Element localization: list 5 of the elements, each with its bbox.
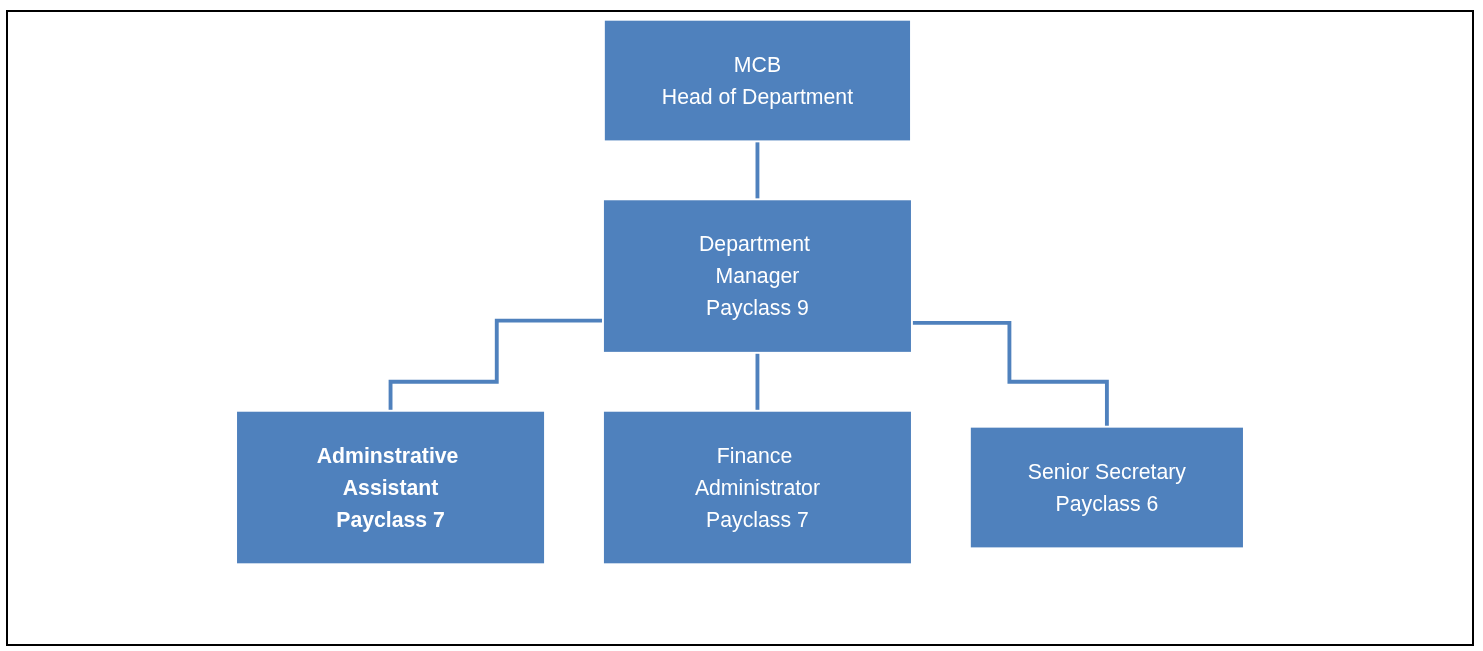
node-box: MCB Head of Department — [602, 18, 912, 143]
node-box: Finance Administrator Payclass 7 — [602, 409, 913, 566]
node-box: Department Manager Payclass 9 — [602, 198, 913, 354]
node-box: Senior Secretary Payclass 6 — [968, 425, 1245, 550]
node-box: Adminstrative Assistant Payclass 7 — [235, 409, 546, 566]
